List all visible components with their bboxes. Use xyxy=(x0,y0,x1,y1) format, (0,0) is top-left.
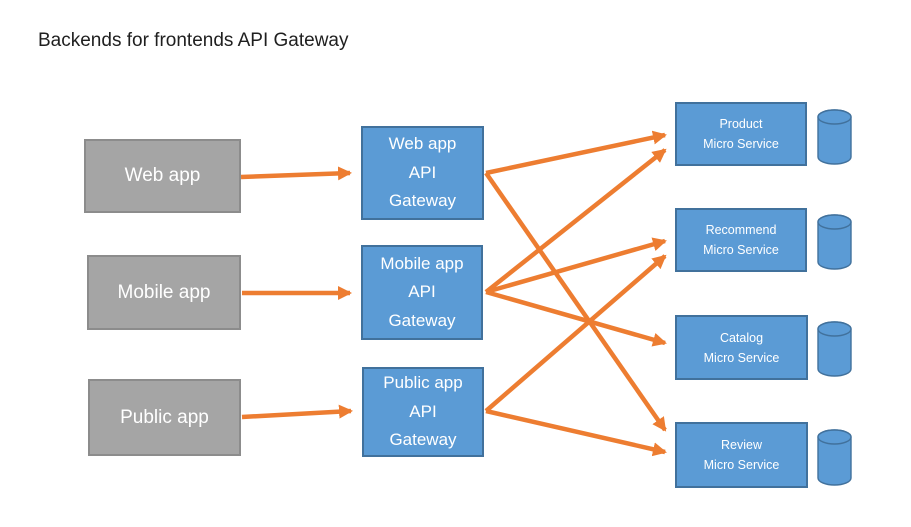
arrow-mobile-gateway-to-recommend xyxy=(485,237,667,295)
arrow-web-app-to-web-gateway xyxy=(240,166,352,181)
node-review-micro-service-label: Review Micro Service xyxy=(703,438,780,472)
diagram-title: Backends for frontends API Gateway xyxy=(38,30,349,51)
node-web-app-api-gateway-label: Web app API Gateway xyxy=(388,134,457,211)
node-public-app-api-gateway-label: Public app API Gateway xyxy=(383,373,463,450)
node-public-app-label: Public app xyxy=(120,406,209,428)
node-product-micro-service: Product Micro Service xyxy=(675,102,807,166)
arrow-public-gateway-to-recommend xyxy=(484,254,667,413)
node-mobile-app-api-gateway: Mobile app API Gateway xyxy=(361,245,483,340)
arrow-public-gateway-to-review xyxy=(485,408,667,457)
arrow-mobile-gateway-to-catalog xyxy=(485,289,667,347)
node-product-micro-service-label: Product Micro Service xyxy=(703,117,779,151)
node-review-micro-service: Review Micro Service xyxy=(675,422,808,488)
database-cylinder-review xyxy=(817,429,852,486)
arrow-web-gateway-to-product xyxy=(485,130,667,176)
database-cylinder-product xyxy=(817,109,852,165)
arrow-mobile-gateway-to-product xyxy=(484,148,667,294)
node-recommend-micro-service-label: Recommend Micro Service xyxy=(703,223,779,257)
node-catalog-micro-service: Catalog Micro Service xyxy=(675,315,808,380)
node-mobile-app: Mobile app xyxy=(87,255,241,330)
database-cylinder-catalog xyxy=(817,321,852,377)
node-mobile-app-api-gateway-label: Mobile app API Gateway xyxy=(380,253,464,330)
node-web-app-label: Web app xyxy=(124,165,201,186)
node-mobile-app-label: Mobile app xyxy=(117,281,211,303)
node-public-app-api-gateway: Public app API Gateway xyxy=(362,367,484,457)
node-web-app-api-gateway: Web app API Gateway xyxy=(361,126,484,220)
node-catalog-micro-service-label: Catalog Micro Service xyxy=(703,330,780,365)
node-recommend-micro-service: Recommend Micro Service xyxy=(675,208,807,272)
arrow-public-app-to-public-gateway xyxy=(241,404,353,420)
database-cylinder-recommend xyxy=(817,214,852,270)
arrow-web-gateway-to-review xyxy=(484,171,667,432)
node-public-app: Public app xyxy=(88,379,241,456)
node-web-app: Web app xyxy=(84,139,241,213)
